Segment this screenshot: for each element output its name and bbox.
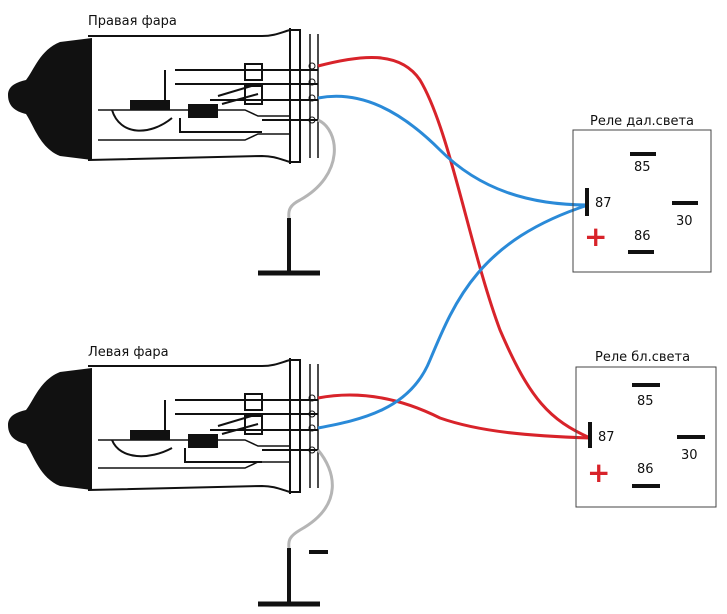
right-headlight-bulb [8, 28, 319, 164]
high-relay-pin-86: 86 [634, 229, 651, 244]
right-ground-wire [287, 118, 336, 219]
red-wire-left-to-low-relay [317, 393, 591, 440]
low-relay-pin-85: 85 [637, 394, 654, 409]
left-headlight-title: Левая фара [88, 345, 169, 360]
left-bulb-glass [87, 359, 301, 493]
left-headlight-bulb [8, 358, 319, 494]
high-relay-plus-sign: + [584, 220, 608, 253]
high-relay-pin-87: 87 [595, 196, 612, 211]
blue-wire-right-to-high-relay [317, 94, 589, 207]
low-relay-plus-sign: + [587, 456, 611, 489]
low-relay-pin-30: 30 [681, 448, 698, 463]
low-relay-pin-87: 87 [598, 430, 615, 445]
low-beam-relay [575, 366, 717, 508]
right-headlight-title: Правая фара [88, 14, 177, 29]
blue-wire-left-to-high-relay [317, 203, 589, 430]
left-ground-wire [287, 449, 334, 549]
right-bulb-glass [87, 29, 301, 163]
left-ground-symbol [258, 548, 328, 607]
right-bulb-cap [8, 38, 92, 160]
red-wire-right-to-low-relay [317, 55, 591, 440]
high-relay-pin-85: 85 [634, 160, 651, 175]
low-beam-relay-title: Реле бл.света [595, 350, 691, 365]
high-relay-pin-30: 30 [676, 214, 693, 229]
high-beam-relay [572, 129, 712, 273]
low-relay-pin-86: 86 [637, 462, 654, 477]
left-bulb-cap [8, 368, 92, 490]
right-ground-symbol [258, 218, 320, 276]
high-beam-relay-title: Реле дал.света [590, 114, 695, 129]
